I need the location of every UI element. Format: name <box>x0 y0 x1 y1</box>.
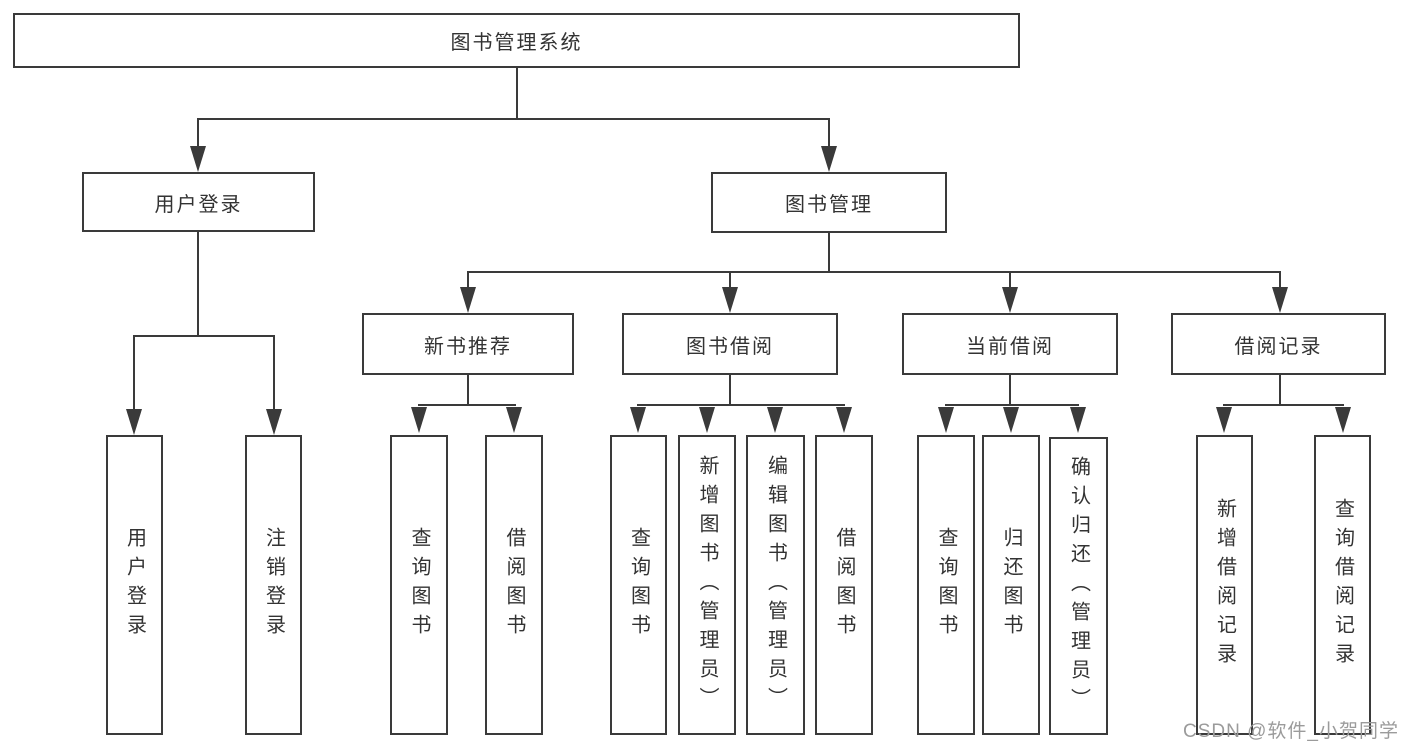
arrowhead <box>1003 407 1019 433</box>
leaf-query-book-borrowing: 查询图书 <box>610 435 667 735</box>
leaf-edit-book-admin: 编辑图书（管理员） <box>746 435 805 735</box>
leaf-label: 编辑图书（管理员） <box>764 454 787 716</box>
leaf-return-book: 归还图书 <box>982 435 1040 735</box>
leaf-user-login: 用户登录 <box>106 435 163 735</box>
arrowhead <box>1002 287 1018 313</box>
csdn-watermark: CSDN @软件_小贺同学 <box>1183 721 1399 742</box>
connector-line <box>418 404 516 406</box>
node-book-management: 图书管理 <box>711 172 947 233</box>
connector-line <box>467 273 469 289</box>
leaf-add-borrow-record: 新增借阅记录 <box>1196 435 1253 735</box>
leaf-add-book-admin: 新增图书（管理员） <box>678 435 736 735</box>
leaf-query-book-recommend: 查询图书 <box>390 435 448 735</box>
connector-line <box>133 337 135 412</box>
node-label: 图书借阅 <box>686 335 774 358</box>
connector-line <box>516 68 518 119</box>
node-label: 新书推荐 <box>424 335 512 358</box>
node-borrowing-records: 借阅记录 <box>1171 313 1386 375</box>
arrowhead <box>1272 287 1288 313</box>
node-label: 图书管理系统 <box>450 32 583 54</box>
connector-line <box>828 120 830 148</box>
arrowhead <box>630 407 646 433</box>
leaf-label: 归还图书 <box>1000 527 1022 643</box>
arrowhead <box>722 287 738 313</box>
connector-line <box>828 233 830 272</box>
arrowhead <box>1216 407 1232 433</box>
leaf-label: 查询图书 <box>408 527 430 643</box>
leaf-label: 查询图书 <box>935 527 957 643</box>
node-new-book-recommend: 新书推荐 <box>362 313 574 375</box>
connector-line <box>1009 273 1011 289</box>
connector-line <box>729 273 731 289</box>
connector-line <box>273 337 275 412</box>
connector-line <box>1009 375 1011 406</box>
leaf-label: 新增图书（管理员） <box>696 454 718 716</box>
node-label: 用户登录 <box>154 193 243 216</box>
leaf-label: 注销登录 <box>262 527 285 643</box>
leaf-query-borrow-record: 查询借阅记录 <box>1314 435 1371 735</box>
connector-line <box>1223 404 1344 406</box>
arrowhead <box>1335 407 1351 433</box>
leaf-label: 查询借阅记录 <box>1331 498 1354 672</box>
connector-line <box>1279 273 1281 289</box>
arrowhead <box>767 407 783 433</box>
connector-line <box>467 271 1281 273</box>
leaf-borrow-book-recommend: 借阅图书 <box>485 435 543 735</box>
arrowhead <box>460 287 476 313</box>
leaf-label: 查询图书 <box>627 527 650 643</box>
node-current-borrowing: 当前借阅 <box>902 313 1118 375</box>
connector-line <box>197 232 199 336</box>
leaf-label: 新增借阅记录 <box>1213 498 1236 672</box>
arrowhead <box>821 146 837 172</box>
node-user-login: 用户登录 <box>82 172 315 232</box>
leaf-logout: 注销登录 <box>245 435 302 735</box>
node-label: 当前借阅 <box>966 335 1054 358</box>
arrowhead <box>938 407 954 433</box>
node-book-borrowing: 图书借阅 <box>622 313 838 375</box>
arrowhead <box>126 409 142 435</box>
leaf-label: 确认归还（管理员） <box>1067 455 1090 717</box>
leaf-label: 用户登录 <box>123 527 146 643</box>
node-label: 图书管理 <box>785 194 873 216</box>
arrowhead <box>699 407 715 433</box>
leaf-confirm-return-admin: 确认归还（管理员） <box>1049 437 1108 735</box>
node-root-library-system: 图书管理系统 <box>13 13 1020 68</box>
arrowhead <box>506 407 522 433</box>
arrowhead <box>1070 407 1086 433</box>
connector-line <box>945 404 1079 406</box>
connector-line <box>467 375 469 406</box>
arrowhead <box>190 146 206 172</box>
leaf-query-book-current: 查询图书 <box>917 435 975 735</box>
connector-line <box>1279 375 1281 406</box>
connector-line <box>729 375 731 406</box>
connector-line <box>133 335 275 337</box>
leaf-label: 借阅图书 <box>833 527 855 643</box>
connector-line <box>637 404 845 406</box>
node-label: 借阅记录 <box>1234 335 1323 358</box>
arrowhead <box>266 409 282 435</box>
arrowhead <box>411 407 427 433</box>
arrowhead <box>836 407 852 433</box>
connector-line <box>197 120 199 148</box>
leaf-borrow-book-borrowing: 借阅图书 <box>815 435 873 735</box>
connector-line <box>197 118 830 120</box>
leaf-label: 借阅图书 <box>503 527 525 643</box>
